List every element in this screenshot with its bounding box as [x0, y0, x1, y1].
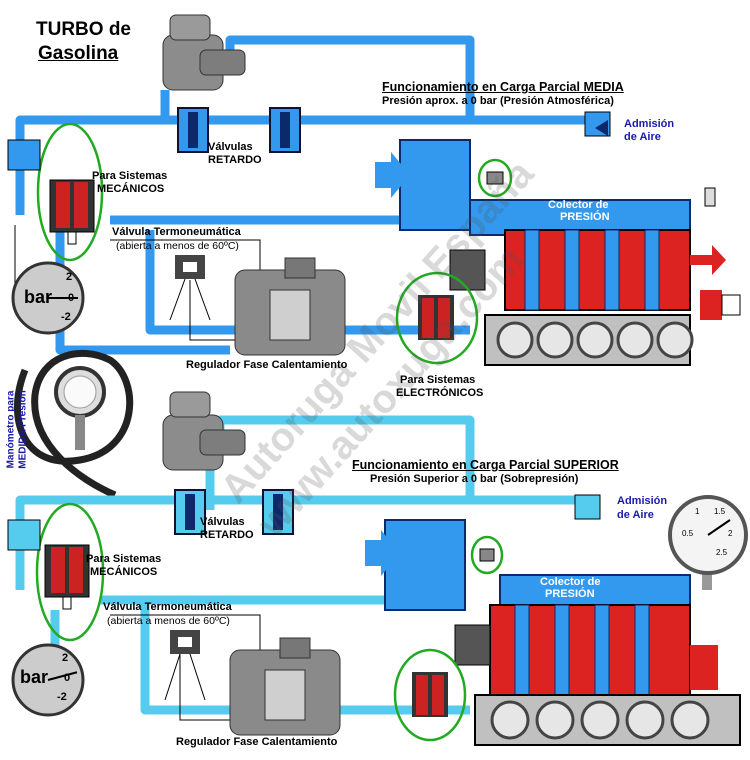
bottom-gauge-tick-mid: 0: [64, 672, 71, 684]
bottom-system: [7, 391, 748, 746]
bottom-distributor: [162, 391, 246, 471]
bottom-sensor-highlight-small: [470, 535, 504, 575]
top-retard-valve-right: [269, 107, 301, 153]
bottom-gauge-unit: bar: [20, 667, 49, 687]
bottom-air-intake-line-1: Admisión: [617, 495, 668, 507]
top-heading: Funcionamiento en Carga Parcial MEDIA: [382, 80, 624, 94]
bottom-regulator-label: Regulador Fase Calentamiento: [176, 736, 338, 748]
top-mechanical-line-1: Para Sistemas: [92, 170, 168, 182]
pressure-gauge-tick-2: 1.5: [714, 507, 726, 516]
bottom-warmup-regulator: [229, 637, 341, 736]
bottom-thermo-line-1: Válvula Termoneumática: [103, 601, 232, 613]
bottom-retard-valve-left: [174, 489, 206, 535]
top-mechanical-line-2: MECÁNICOS: [97, 183, 165, 195]
hand-pressure-gauge: [13, 349, 134, 499]
bottom-mechanical-sensor: [44, 544, 90, 610]
bottom-gauge-tick-bottom: -2: [57, 691, 67, 703]
top-thermo-valve: [169, 255, 211, 321]
bottom-heading: Funcionamiento en Carga Parcial SUPERIOR: [352, 458, 619, 472]
bottom-mechanical-highlight: [35, 502, 105, 642]
bottom-thermo-valve: [164, 630, 206, 701]
side-label-line-2: MEDIDA Presión: [17, 390, 28, 469]
title-line-2: Gasolina: [38, 43, 119, 64]
top-electronic-line-2: ELECTRÓNICOS: [396, 387, 484, 399]
top-gauge-tick-mid: 0: [68, 292, 75, 304]
title-line-1: TURBO de: [36, 19, 131, 40]
top-engine: [375, 111, 741, 366]
top-air-intake-line-1: Admisión: [624, 118, 675, 130]
pressure-gauge-tick-3: 2: [728, 529, 733, 538]
bottom-electronic-sensor: [412, 672, 448, 717]
top-mechanical-highlight: [36, 122, 104, 262]
top-subheading: Presión aprox. a 0 bar (Presión Atmosfér…: [382, 95, 614, 107]
top-electronic-sensor: [418, 295, 454, 340]
top-collector-line-1: Colector de: [548, 199, 609, 211]
top-retard-valve-left: [177, 107, 209, 153]
top-warmup-regulator: [234, 257, 346, 356]
bottom-gauge-tick-top: 2: [62, 652, 69, 664]
top-valves-line-1: Válvulas: [208, 141, 253, 153]
top-gauge-tick-bottom: -2: [61, 311, 71, 323]
top-collector-line-2: PRESIÓN: [560, 211, 610, 223]
top-sensor-highlight-small: [477, 158, 513, 198]
bottom-pressure-gauge: [668, 495, 748, 590]
bottom-mechanical-line-1: Para Sistemas: [86, 553, 162, 565]
pressure-gauge-tick-4: 2.5: [716, 548, 728, 557]
bottom-collector-line-2: PRESIÓN: [545, 588, 595, 600]
top-electronic-highlight: [395, 271, 479, 365]
top-electronic-line-1: Para Sistemas: [400, 374, 476, 386]
bottom-mechanical-line-2: MECÁNICOS: [90, 566, 158, 578]
bottom-subheading: Presión Superior a 0 bar (Sobrepresión): [370, 473, 579, 485]
top-thermo-line-1: Válvula Termoneumática: [112, 226, 241, 238]
top-mechanical-sensor: [49, 179, 95, 245]
top-air-intake-line-2: de Aire: [624, 131, 661, 143]
bottom-bar-gauge: [11, 643, 85, 717]
top-valves-line-2: RETARDO: [208, 154, 262, 166]
top-gauge-tick-top: 2: [66, 271, 73, 283]
top-system: [7, 14, 741, 366]
bottom-valves-line-2: RETARDO: [200, 529, 254, 541]
pressure-gauge-tick-1: 1: [695, 507, 700, 516]
top-gauge-unit: bar: [24, 287, 53, 307]
bottom-electronic-highlight: [393, 648, 467, 742]
bottom-retard-valve-right: [262, 489, 294, 535]
top-bar-gauge: [11, 261, 85, 335]
top-distributor: [162, 14, 246, 91]
bottom-engine: [365, 494, 741, 746]
pressure-gauge-tick-0: 0.5: [682, 529, 694, 538]
bottom-valves-line-1: Válvulas: [200, 516, 245, 528]
bottom-thermo-line-2: (abierta a menos de 60ºC): [107, 615, 230, 627]
top-regulator-label: Regulador Fase Calentamiento: [186, 359, 348, 371]
side-label-line-1: Manómetro para: [5, 390, 17, 469]
bottom-collector-line-1: Colector de: [540, 576, 601, 588]
side-label: Manómetro para MEDIDA Presión: [6, 375, 29, 485]
top-thermo-line-2: (abierta a menos de 60ºC): [116, 240, 239, 252]
bottom-air-intake-line-2: de Aire: [617, 509, 654, 521]
